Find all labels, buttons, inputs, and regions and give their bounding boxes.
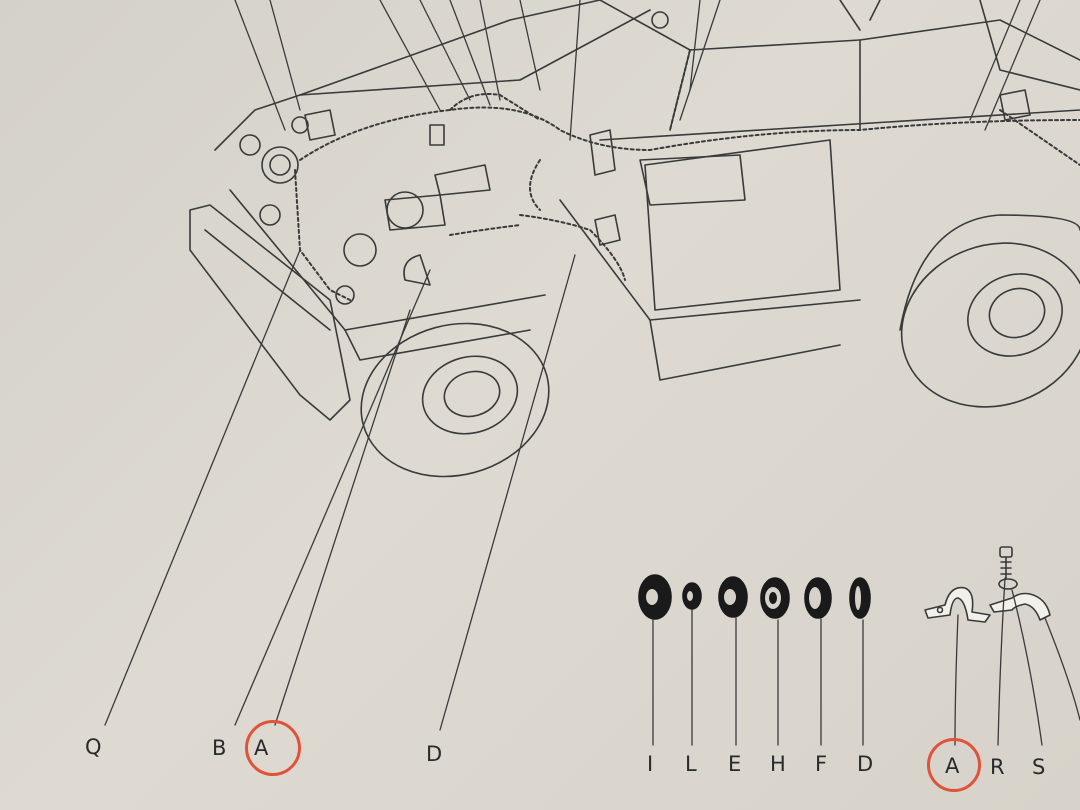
callout-lines <box>104 0 1041 731</box>
callout-label-d: D <box>426 742 444 766</box>
washer-s-icon <box>998 578 1018 590</box>
vehicle-outline <box>189 0 1080 421</box>
grommet-e-icon <box>718 576 748 618</box>
grommet-l-icon <box>682 582 702 610</box>
bolt-r-icon <box>999 546 1013 579</box>
callout-label-q: Q <box>85 735 103 759</box>
highlight-circle-a <box>245 720 301 776</box>
callout-label-f: F <box>815 752 829 776</box>
callout-label-e: E <box>728 752 743 776</box>
callout-label-l: L <box>685 752 698 776</box>
callout-label-h: H <box>770 752 787 776</box>
wiring-harness <box>294 49 1080 301</box>
callout-label-r: R <box>990 755 1006 779</box>
callout-label-b: B <box>212 736 228 760</box>
highlight-circle-a-clip <box>927 738 981 792</box>
clip-s-icon <box>989 592 1051 621</box>
grommet-d-icon <box>849 577 871 619</box>
clip-parts <box>924 546 1051 623</box>
clip-a-icon <box>924 586 991 623</box>
callout-label-d-grommet: D <box>857 752 875 776</box>
rear-wheel <box>900 242 1080 408</box>
callout-label-s: S <box>1032 755 1047 779</box>
grommet-callout-lines <box>652 577 1080 746</box>
grommet-h-icon <box>760 577 790 619</box>
callout-label-i: I <box>647 752 655 776</box>
front-wheel <box>360 322 550 478</box>
grommet-f-icon <box>804 577 832 619</box>
grommet-i-icon <box>638 574 672 620</box>
grommet-parts <box>638 574 871 620</box>
electrical-components <box>239 11 1031 305</box>
